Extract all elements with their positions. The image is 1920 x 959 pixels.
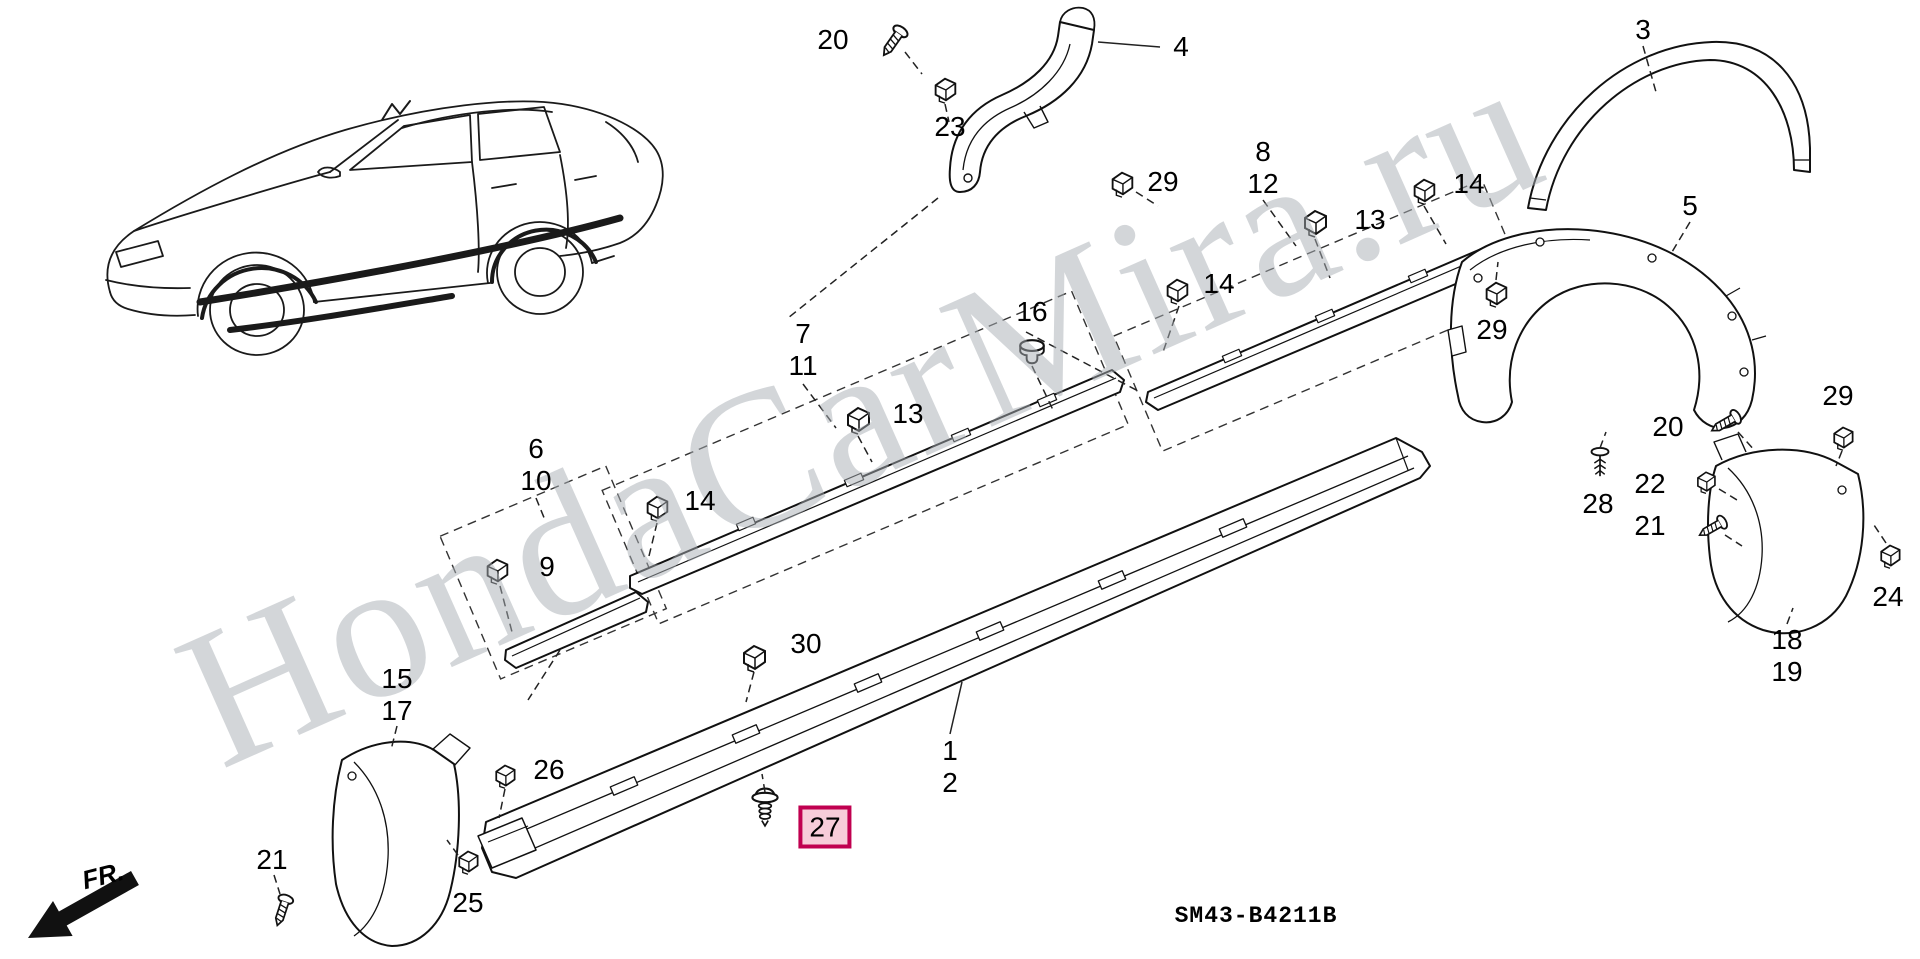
molding-part-6-9-10 <box>504 591 649 669</box>
callout-16[interactable]: 16 <box>1016 296 1048 327</box>
clip-icon <box>1880 544 1901 570</box>
leader-lines <box>273 45 1887 895</box>
sill-garnish-part-1-2 <box>477 437 1431 879</box>
callout-17[interactable]: 17 <box>381 695 413 726</box>
molding-part-7-11 <box>629 369 1125 595</box>
callout-29-b[interactable]: 29 <box>1476 314 1508 345</box>
pillar-garnish-part-4 <box>948 6 1096 193</box>
solid-leader-lines <box>949 41 1161 735</box>
callout-2[interactable]: 2 <box>942 767 958 798</box>
push-rivet-icon <box>751 787 779 827</box>
callout-14-a[interactable]: 14 <box>1453 168 1485 199</box>
callout-29-a[interactable]: 29 <box>1147 166 1179 197</box>
callout-28[interactable]: 28 <box>1582 488 1614 519</box>
callout-21-a[interactable]: 21 <box>256 844 288 875</box>
clip-icon <box>458 850 479 876</box>
callout-22[interactable]: 22 <box>1634 468 1666 499</box>
callout-13-b[interactable]: 13 <box>892 398 924 429</box>
callout-6[interactable]: 6 <box>528 433 544 464</box>
mudguard-part-18-19 <box>1707 433 1865 635</box>
callout-11[interactable]: 11 <box>788 350 818 381</box>
group-boxes <box>439 178 1532 680</box>
callout-10[interactable]: 10 <box>520 465 552 496</box>
callout-25[interactable]: 25 <box>452 887 484 918</box>
callout-15[interactable]: 15 <box>381 663 413 694</box>
callout-24[interactable]: 24 <box>1872 581 1904 612</box>
arch-protector-part-3 <box>1527 40 1811 211</box>
callout-4[interactable]: 4 <box>1173 31 1189 62</box>
diagram-code: SM43-B4211B <box>1174 903 1338 929</box>
callout-30[interactable]: 30 <box>790 628 822 659</box>
clip-icon <box>1166 278 1189 306</box>
callout-27-selected[interactable]: 27 <box>798 805 852 849</box>
callout-9[interactable]: 9 <box>539 551 555 582</box>
clip-icon <box>495 764 516 790</box>
clip-icon <box>847 407 870 435</box>
mudguard-part-15-17 <box>331 733 471 947</box>
molding-part-8-12 <box>1145 245 1501 411</box>
tree-rivet-icon <box>1590 447 1610 478</box>
clip-icon <box>1304 210 1327 238</box>
callout-13-a[interactable]: 13 <box>1354 204 1386 235</box>
callout-3[interactable]: 3 <box>1635 14 1651 45</box>
clip-icon <box>646 495 669 523</box>
callout-21-b[interactable]: 21 <box>1634 510 1666 541</box>
clip-icon <box>1111 171 1134 199</box>
callout-7[interactable]: 7 <box>795 318 811 349</box>
clip-icon <box>486 558 509 586</box>
callout-29-c[interactable]: 29 <box>1822 380 1854 411</box>
clip-icon <box>743 645 766 673</box>
screw-icon <box>269 891 296 929</box>
callout-1[interactable]: 1 <box>942 735 958 766</box>
clip-icon <box>934 77 957 105</box>
callout-12[interactable]: 12 <box>1247 168 1279 199</box>
callout-14-b[interactable]: 14 <box>1203 268 1235 299</box>
fr-arrow-icon <box>28 871 139 938</box>
callout-14-c[interactable]: 14 <box>684 485 716 516</box>
callout-23[interactable]: 23 <box>934 111 966 142</box>
splash-guard-part-5 <box>1447 228 1767 430</box>
callout-20-b[interactable]: 20 <box>1652 411 1684 442</box>
callout-19[interactable]: 19 <box>1771 656 1803 687</box>
callout-5[interactable]: 5 <box>1682 190 1698 221</box>
callout-26[interactable]: 26 <box>533 754 565 785</box>
grommet-icon <box>1019 339 1045 365</box>
vehicle-sketch <box>105 100 664 356</box>
screw-icon <box>876 21 911 61</box>
callout-20-a[interactable]: 20 <box>817 24 849 55</box>
clip-icon <box>1833 426 1854 452</box>
callout-18[interactable]: 18 <box>1771 624 1803 655</box>
callout-8[interactable]: 8 <box>1255 136 1271 167</box>
